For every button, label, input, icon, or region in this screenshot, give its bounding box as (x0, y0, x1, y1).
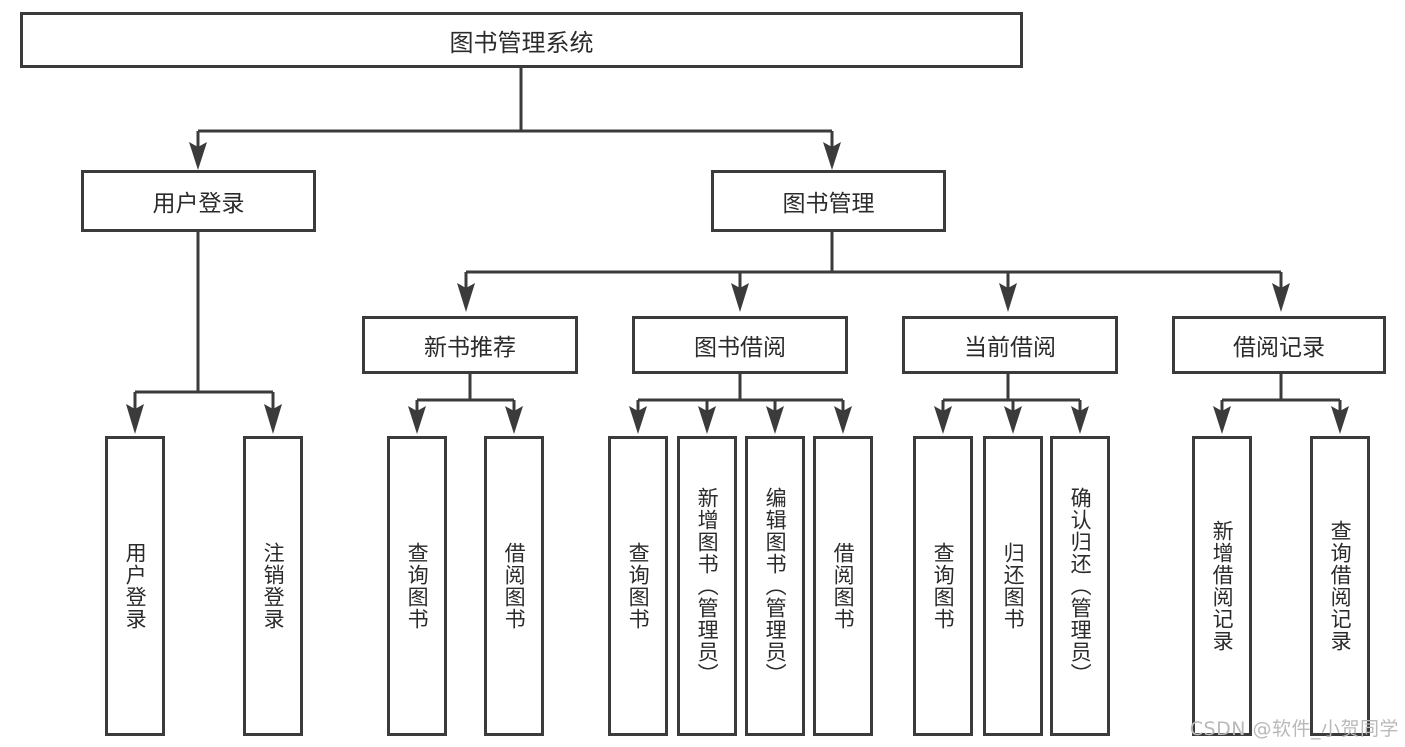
connector-bookmgmt-to-level3 (457, 232, 1290, 312)
leaf-return-books[interactable]: 归还图书 (983, 436, 1043, 736)
node-book-management-label: 图书管理 (782, 191, 875, 217)
node-root-label: 图书管理系统 (449, 28, 594, 57)
leaf-query-books-borrow-label: 查询图书 (626, 542, 651, 630)
leaf-add-borrow-record-label: 新增借阅记录 (1210, 520, 1235, 652)
watermark-text: CSDN @软件_小贺同学 (1189, 718, 1399, 740)
leaf-logout-label: 注销登录 (261, 542, 286, 630)
node-borrow-records-label: 借阅记录 (1233, 335, 1325, 361)
leaf-return-books-label: 归还图书 (1001, 542, 1026, 630)
leaf-logout[interactable]: 注销登录 (243, 436, 303, 736)
leaf-borrow-books-label: 借阅图书 (831, 542, 856, 630)
leaf-confirm-return-admin-label: 确认归还（管理员） (1068, 487, 1093, 685)
leaf-user-login-label: 用户登录 (123, 542, 148, 630)
node-current-borrow-label: 当前借阅 (964, 335, 1056, 361)
leaf-query-borrow-record-label: 查询借阅记录 (1328, 520, 1353, 652)
leaf-borrow-books-recommend-label: 借阅图书 (502, 542, 527, 630)
node-new-book-recommend-label: 新书推荐 (424, 335, 516, 361)
leaf-confirm-return-admin[interactable]: 确认归还（管理员） (1050, 436, 1110, 736)
node-user-login[interactable]: 用户登录 (81, 170, 316, 232)
leaf-add-book-admin-label: 新增图书（管理员） (695, 487, 720, 685)
leaf-query-books-recommend-label: 查询图书 (405, 542, 430, 630)
node-current-borrow[interactable]: 当前借阅 (902, 316, 1118, 374)
node-user-login-label: 用户登录 (152, 191, 245, 217)
leaf-query-borrow-record[interactable]: 查询借阅记录 (1310, 436, 1370, 736)
leaf-user-login[interactable]: 用户登录 (105, 436, 165, 736)
leaf-query-books-current[interactable]: 查询图书 (913, 436, 973, 736)
leaf-query-books-recommend[interactable]: 查询图书 (387, 436, 447, 736)
leaf-edit-book-admin-label: 编辑图书（管理员） (763, 487, 788, 685)
leaf-query-books-current-label: 查询图书 (931, 542, 956, 630)
connector-root-to-level2 (189, 68, 841, 170)
node-book-borrow[interactable]: 图书借阅 (632, 316, 848, 374)
connector-borrow-to-leaves (629, 374, 852, 434)
leaf-borrow-books-recommend[interactable]: 借阅图书 (484, 436, 544, 736)
node-borrow-records[interactable]: 借阅记录 (1172, 316, 1386, 374)
leaf-add-book-admin[interactable]: 新增图书（管理员） (677, 436, 737, 736)
leaf-query-books-borrow[interactable]: 查询图书 (608, 436, 668, 736)
node-root[interactable]: 图书管理系统 (20, 12, 1023, 68)
leaf-edit-book-admin[interactable]: 编辑图书（管理员） (745, 436, 805, 736)
node-book-borrow-label: 图书借阅 (694, 335, 786, 361)
connector-records-to-leaves (1213, 374, 1349, 434)
connector-userlogin-to-leaves (126, 232, 282, 434)
node-new-book-recommend[interactable]: 新书推荐 (362, 316, 578, 374)
connector-current-to-leaves (934, 374, 1089, 434)
node-book-management[interactable]: 图书管理 (711, 170, 946, 232)
leaf-borrow-books[interactable]: 借阅图书 (813, 436, 873, 736)
connector-newbooks-to-leaves (408, 374, 523, 434)
leaf-add-borrow-record[interactable]: 新增借阅记录 (1192, 436, 1252, 736)
